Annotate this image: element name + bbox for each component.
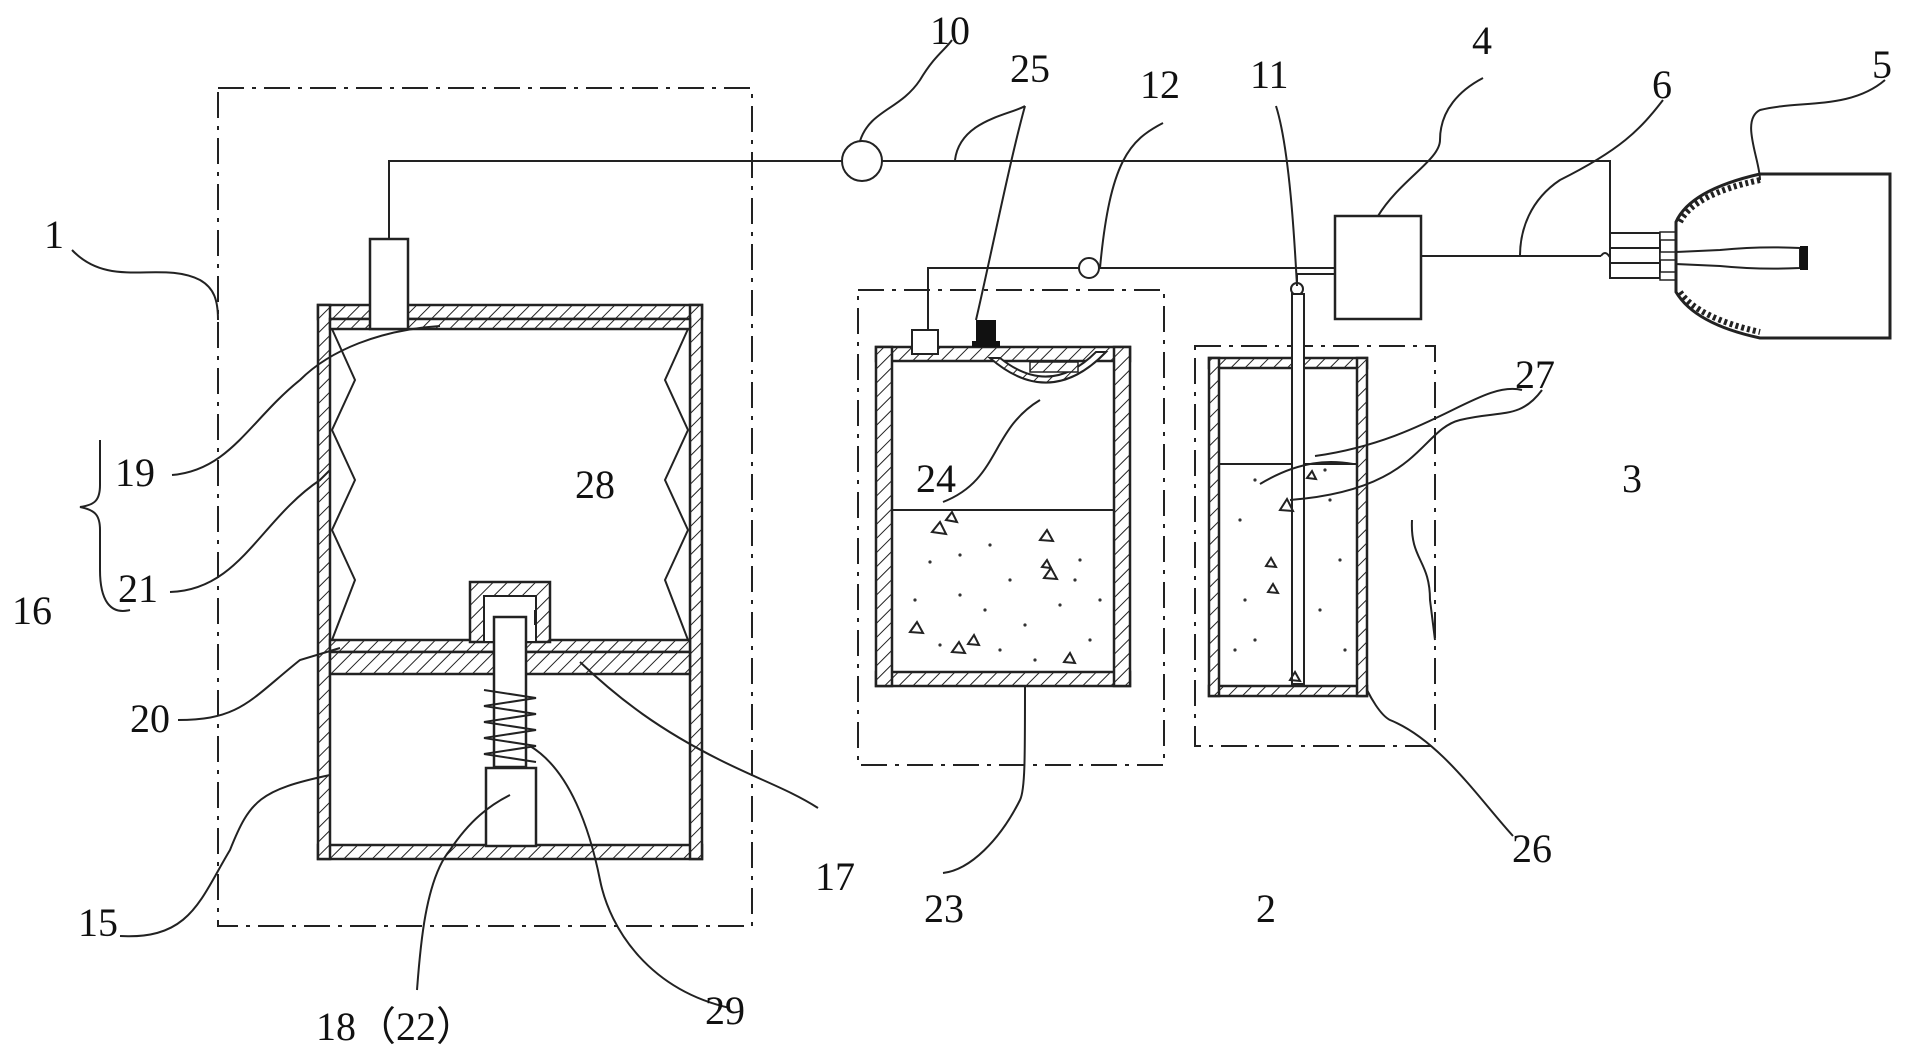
right-tank bbox=[1207, 293, 1369, 698]
label-19: 19 bbox=[115, 450, 155, 495]
label-25: 25 bbox=[1010, 46, 1050, 91]
label-1: 1 bbox=[44, 212, 64, 257]
leader-lines bbox=[71, 39, 1886, 1009]
pump-10 bbox=[841, 140, 883, 182]
label-5: 5 bbox=[1872, 42, 1892, 87]
particles-23 bbox=[908, 510, 1102, 665]
label-18-22: 18（22） bbox=[316, 1004, 476, 1049]
probe-11 bbox=[1291, 293, 1305, 685]
labels: 1 19 21 16 20 15 18（22） 29 17 28 10 25 1… bbox=[12, 8, 1892, 1049]
label-15: 15 bbox=[78, 900, 118, 945]
label-28: 28 bbox=[575, 462, 615, 507]
unit-2-boundary bbox=[857, 289, 1165, 766]
particles-26 bbox=[1233, 468, 1347, 683]
label-26: 26 bbox=[1512, 826, 1552, 871]
label-11: 11 bbox=[1250, 52, 1289, 97]
valve-12 bbox=[1078, 257, 1100, 279]
label-20: 20 bbox=[130, 696, 170, 741]
label-17: 17 bbox=[815, 854, 855, 899]
label-24: 24 bbox=[916, 456, 956, 501]
middle-tank bbox=[874, 320, 1132, 688]
label-16: 16 bbox=[12, 588, 52, 633]
label-27: 27 bbox=[1515, 352, 1555, 397]
label-4: 4 bbox=[1472, 18, 1492, 63]
label-23: 23 bbox=[924, 886, 964, 931]
label-21: 21 bbox=[118, 566, 158, 611]
left-container bbox=[316, 237, 704, 861]
pipes bbox=[388, 140, 1625, 330]
unit-3-boundary bbox=[1194, 345, 1436, 747]
label-2: 2 bbox=[1256, 886, 1276, 931]
label-3: 3 bbox=[1622, 456, 1642, 501]
nozzle-assembly bbox=[1609, 172, 1892, 340]
unit-1-boundary bbox=[217, 87, 753, 927]
label-6: 6 bbox=[1652, 62, 1672, 107]
label-10: 10 bbox=[930, 8, 970, 53]
label-29: 29 bbox=[705, 988, 745, 1033]
controller-4 bbox=[1333, 214, 1423, 321]
label-12: 12 bbox=[1140, 62, 1180, 107]
